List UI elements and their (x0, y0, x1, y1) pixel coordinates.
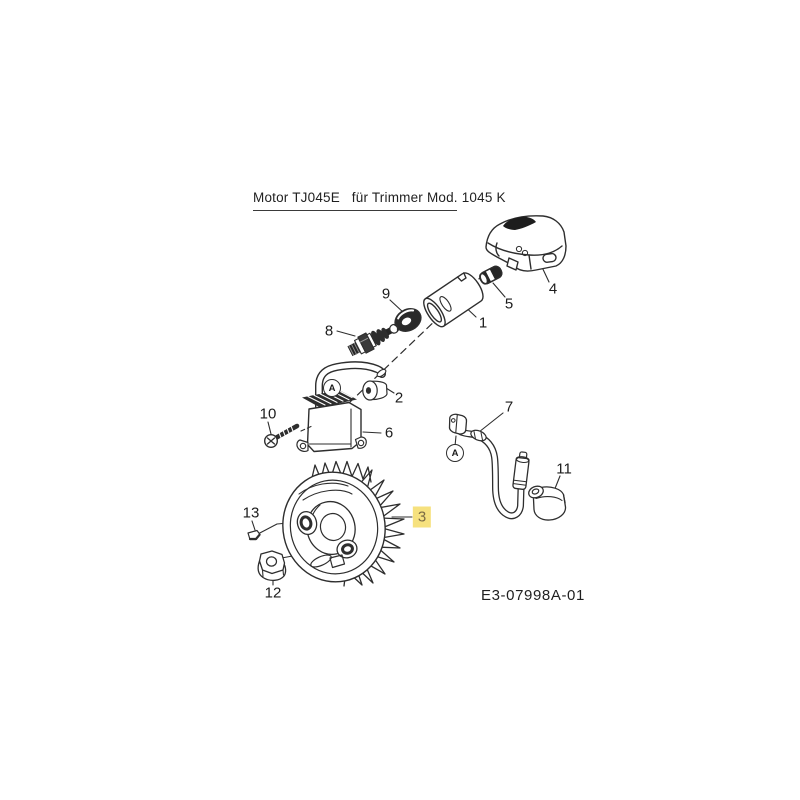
part-4-engine-cover (485, 215, 567, 272)
part-2-grommet (362, 380, 388, 401)
callout-2[interactable]: 2 (394, 389, 404, 407)
reference-marker-a-wire: A (446, 444, 464, 462)
callout-11[interactable]: 11 (556, 460, 572, 478)
part-7-stop-switch-wire (448, 413, 530, 520)
callout-10[interactable]: 10 (259, 405, 277, 423)
part-10-screw (264, 423, 312, 449)
part-3-flywheel (282, 460, 405, 587)
callout-8[interactable]: 8 (324, 322, 334, 340)
callout-13[interactable]: 13 (242, 504, 260, 522)
part-8-spark-plug (347, 323, 399, 357)
part-12-flange-nut (257, 550, 287, 581)
callout-5[interactable]: 5 (504, 295, 514, 313)
callout-6[interactable]: 6 (384, 424, 394, 442)
part-11-clamp (528, 485, 567, 521)
reference-marker-a-coil: A (323, 379, 341, 397)
part-9-grommet-ring (394, 308, 422, 332)
callout-1[interactable]: 1 (478, 314, 488, 332)
callout-7[interactable]: 7 (504, 398, 514, 416)
callout-3-selected[interactable]: 3 (412, 506, 432, 528)
drawing-code: E3-07998A-01 (481, 587, 585, 604)
part-5-bushing (479, 265, 503, 285)
callout-9[interactable]: 9 (381, 285, 391, 303)
callout-12[interactable]: 12 (264, 584, 282, 602)
part-1-spark-plug-cap (423, 272, 484, 328)
callout-4[interactable]: 4 (548, 280, 558, 298)
part-13-woodruff-key (247, 529, 261, 541)
part-6-ignition-coil (296, 361, 387, 453)
